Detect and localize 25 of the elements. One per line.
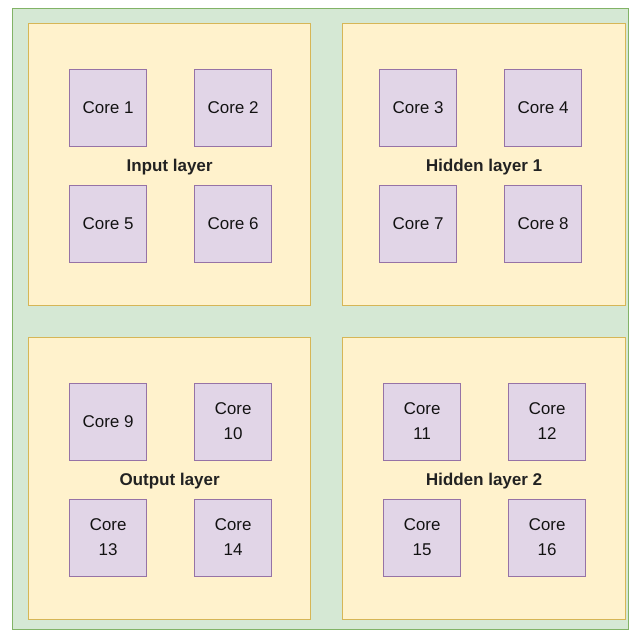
core-box: Core 7: [379, 185, 457, 263]
core-box: Core 1: [69, 69, 147, 147]
layer-panel: [342, 23, 626, 306]
core-box: Core 11: [383, 383, 461, 461]
core-box: Core 14: [194, 499, 272, 577]
layer-panel: [28, 337, 311, 620]
layer-title: Output layer: [119, 470, 220, 490]
core-box: Core 9: [69, 383, 147, 461]
core-box: Core 12: [508, 383, 586, 461]
core-box: Core 10: [194, 383, 272, 461]
core-box: Core 8: [504, 185, 582, 263]
layer-panel: [28, 23, 311, 306]
core-box: Core 6: [194, 185, 272, 263]
background-panel: [12, 8, 629, 630]
layer-title: Input layer: [126, 156, 212, 176]
core-box: Core 16: [508, 499, 586, 577]
layer-panel: [342, 337, 626, 620]
layer-title: Hidden layer 1: [426, 156, 542, 176]
layer-title: Hidden layer 2: [426, 470, 542, 490]
core-box: Core 5: [69, 185, 147, 263]
core-box: Core 13: [69, 499, 147, 577]
core-box: Core 2: [194, 69, 272, 147]
core-box: Core 3: [379, 69, 457, 147]
core-box: Core 4: [504, 69, 582, 147]
core-box: Core 15: [383, 499, 461, 577]
